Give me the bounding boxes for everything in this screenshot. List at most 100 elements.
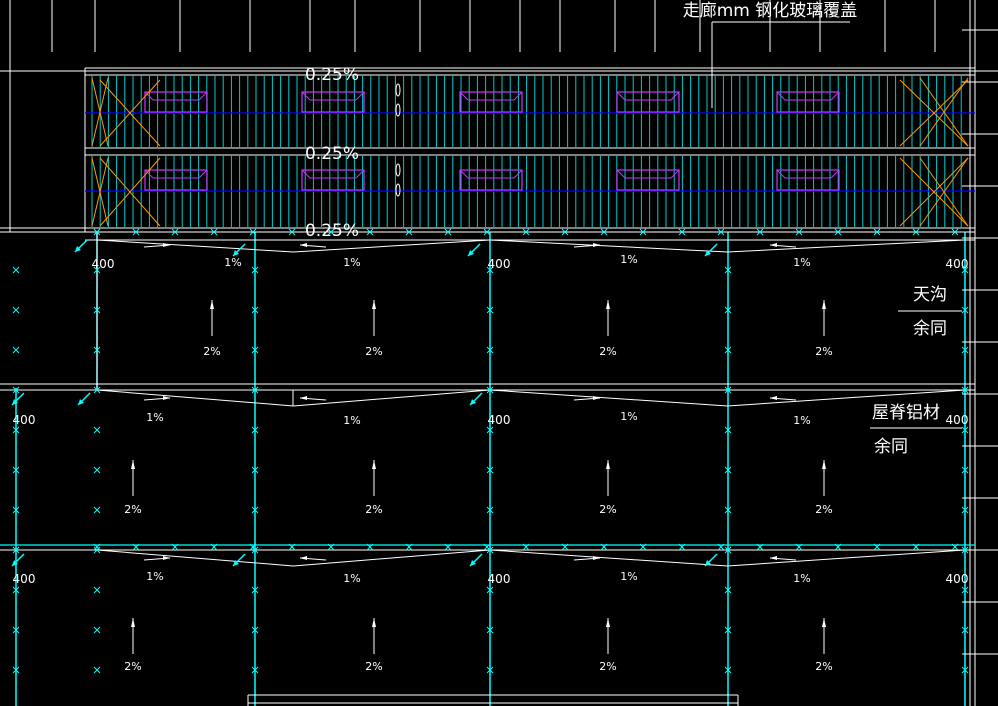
column-x-mark bbox=[724, 506, 732, 514]
roof-slope-label: 2% bbox=[124, 503, 141, 516]
column-x-mark bbox=[93, 346, 101, 354]
column-x-mark bbox=[12, 386, 20, 394]
column-x-mark bbox=[834, 543, 842, 551]
column-x-mark bbox=[561, 228, 569, 236]
corridor-cross-brace bbox=[99, 157, 161, 227]
gutter-slope-label: 1% bbox=[146, 570, 163, 583]
column-x-mark bbox=[405, 543, 413, 551]
roof-slope-arrow-head bbox=[372, 460, 376, 469]
drain-symbol bbox=[395, 163, 401, 177]
column-x-mark bbox=[486, 546, 494, 554]
gutter-slope-arrow-head bbox=[163, 243, 170, 247]
roof-slope-arrow-head bbox=[372, 618, 376, 627]
column-x-mark bbox=[366, 543, 374, 551]
column-x-mark bbox=[795, 543, 803, 551]
column-x-mark bbox=[249, 543, 257, 551]
column-x-mark bbox=[327, 543, 335, 551]
gutter-slope-arrow-head bbox=[593, 556, 600, 560]
gutter-valley bbox=[96, 549, 294, 567]
skylight-frame bbox=[776, 91, 840, 113]
dimension-label: 400 bbox=[488, 413, 511, 427]
column-x-mark bbox=[961, 626, 969, 634]
column-x-mark bbox=[251, 266, 259, 274]
gutter-lines bbox=[0, 232, 975, 706]
downpipe-arrow-head bbox=[470, 560, 476, 566]
gutter-valley bbox=[293, 239, 491, 253]
dimension-label: 400 bbox=[946, 257, 969, 271]
column-x-mark bbox=[251, 586, 259, 594]
gutter-slope-label: 1% bbox=[620, 253, 637, 266]
gutter-slope-arrow-head bbox=[770, 243, 777, 247]
column-x-mark bbox=[961, 666, 969, 674]
column-x-mark bbox=[724, 586, 732, 594]
downpipe-arrow-head bbox=[470, 399, 476, 405]
column-x-mark bbox=[93, 546, 101, 554]
column-x-mark bbox=[724, 666, 732, 674]
roof-slope-label: 2% bbox=[815, 660, 832, 673]
corridor-slope-label: 0.25% bbox=[305, 144, 359, 164]
skylight-frame bbox=[776, 169, 840, 191]
gutter-slope-arrow-head bbox=[593, 396, 600, 400]
column-x-mark bbox=[251, 546, 259, 554]
column-x-mark bbox=[251, 626, 259, 634]
column-x-mark bbox=[12, 266, 20, 274]
column-x-mark bbox=[678, 228, 686, 236]
skylight-brace bbox=[301, 91, 311, 101]
downpipe-arrow-head bbox=[75, 246, 81, 252]
skylight-frame bbox=[459, 91, 523, 113]
column-x-mark bbox=[717, 543, 725, 551]
column-x-mark bbox=[249, 228, 257, 236]
column-x-mark bbox=[93, 386, 101, 394]
roof-slope-label: 2% bbox=[365, 660, 382, 673]
gutter-valley bbox=[727, 389, 966, 407]
gutter-callout-rest: 余同 bbox=[913, 319, 947, 339]
corridor-cross-brace bbox=[899, 157, 969, 227]
column-x-mark bbox=[961, 426, 969, 434]
skylight-brace bbox=[513, 91, 523, 101]
column-x-mark bbox=[93, 266, 101, 274]
gutter-slope-label: 1% bbox=[793, 256, 810, 269]
gutter-slope-arrow-head bbox=[163, 396, 170, 400]
column-x-mark bbox=[961, 546, 969, 554]
ridge-callout: 屋脊铝材 bbox=[872, 403, 940, 423]
skylight-brace bbox=[513, 169, 523, 179]
gutter-valley bbox=[96, 389, 294, 407]
column-x-mark bbox=[486, 346, 494, 354]
column-x-mark bbox=[405, 228, 413, 236]
column-x-mark bbox=[756, 543, 764, 551]
gutter-valley bbox=[293, 389, 491, 407]
downpipe-arrow-head bbox=[468, 250, 474, 256]
column-x-mark bbox=[12, 306, 20, 314]
column-x-mark bbox=[912, 228, 920, 236]
gutter-valley bbox=[489, 239, 728, 253]
column-x-mark bbox=[600, 228, 608, 236]
gutter-valley bbox=[489, 389, 728, 407]
column-x-mark bbox=[327, 228, 335, 236]
corridor-cross-brace bbox=[91, 77, 109, 147]
column-x-mark bbox=[12, 346, 20, 354]
column-x-mark bbox=[795, 228, 803, 236]
column-x-mark bbox=[912, 543, 920, 551]
column-x-mark bbox=[93, 543, 101, 551]
gutter-valley bbox=[293, 549, 491, 567]
column-x-mark bbox=[961, 346, 969, 354]
column-x-mark bbox=[12, 506, 20, 514]
downpipe-arrow-head bbox=[233, 250, 239, 256]
downpipe-arrow-head bbox=[12, 560, 18, 566]
gutter-valley bbox=[489, 549, 728, 567]
column-x-mark bbox=[522, 228, 530, 236]
column-x-mark bbox=[251, 506, 259, 514]
column-x-mark bbox=[93, 506, 101, 514]
column-marks bbox=[12, 228, 969, 674]
skylight-brace bbox=[830, 169, 840, 179]
column-x-mark bbox=[288, 543, 296, 551]
gutter-slope-label: 1% bbox=[343, 414, 360, 427]
column-x-mark bbox=[873, 228, 881, 236]
column-x-mark bbox=[961, 586, 969, 594]
column-x-mark bbox=[678, 543, 686, 551]
skylight-brace bbox=[301, 169, 311, 179]
column-x-mark bbox=[834, 228, 842, 236]
column-x-mark bbox=[251, 306, 259, 314]
downpipe-arrow-head bbox=[705, 250, 711, 256]
